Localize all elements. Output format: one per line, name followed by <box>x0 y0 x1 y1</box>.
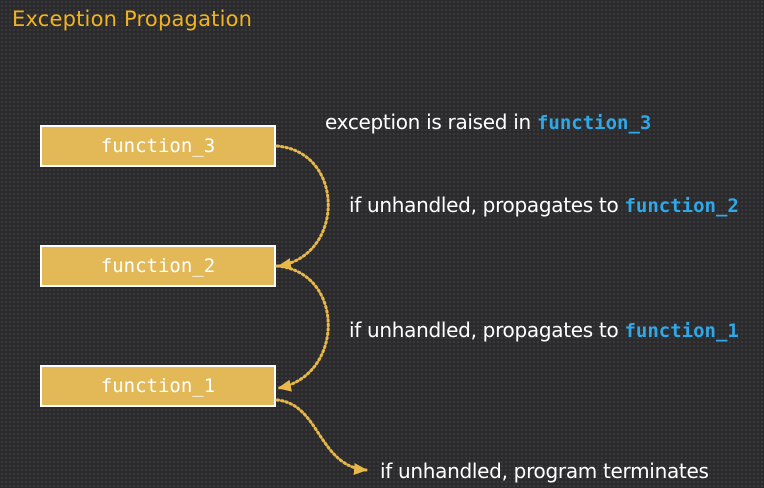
note-propagate-2: if unhandled, propagates to function_2 <box>349 193 739 217</box>
note-propagate-2-code: function_2 <box>624 195 739 217</box>
note-raised-code: function_3 <box>536 112 652 134</box>
function-3-box: function_3 <box>40 125 276 167</box>
note-terminate: if unhandled, program terminates <box>380 459 709 483</box>
slide-title: Exception Propagation <box>12 7 253 31</box>
note-propagate-1: if unhandled, propagates to function_1 <box>349 318 739 342</box>
function-1-box: function_1 <box>40 365 276 407</box>
arrow-3-to-2 <box>275 144 330 270</box>
note-propagate-1-text: if unhandled, propagates to <box>349 318 625 342</box>
note-raised-text: exception is raised in <box>325 110 537 134</box>
function-2-box: function_2 <box>40 245 276 287</box>
arrow-2-to-1 <box>275 264 330 392</box>
note-raised: exception is raised in function_3 <box>325 110 651 134</box>
note-propagate-1-code: function_1 <box>624 320 739 342</box>
note-propagate-2-text: if unhandled, propagates to <box>349 193 625 217</box>
arrow-1-to-terminate <box>275 398 368 475</box>
